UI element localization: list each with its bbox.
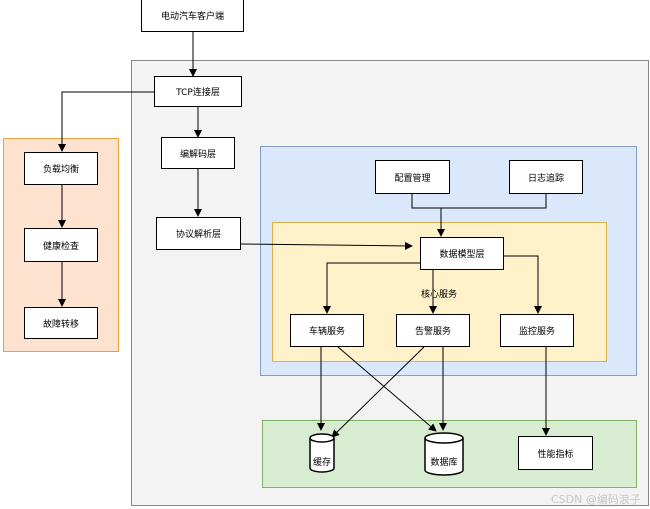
database-label: 数据库 bbox=[430, 458, 458, 468]
cache-cylinder bbox=[309, 433, 335, 473]
client-node: 电动汽车客户端 bbox=[141, 0, 244, 32]
health-check-node: 健康检查 bbox=[24, 228, 98, 262]
edge-vehicle-database bbox=[337, 346, 437, 432]
data-model-node: 数据模型层 bbox=[420, 237, 504, 270]
edge-datamodel-vehicle bbox=[323, 262, 420, 314]
config-management-node: 配置管理 bbox=[375, 160, 450, 194]
database-cylinder bbox=[424, 432, 464, 476]
load-balance-node: 负载均衡 bbox=[24, 152, 98, 185]
vehicle-service-node: 车辆服务 bbox=[290, 314, 364, 347]
edge-datamodel-monitor bbox=[504, 255, 542, 314]
codec-layer-node: 编解码层 bbox=[161, 137, 235, 169]
failover-node: 故障转移 bbox=[24, 307, 98, 339]
core-services-label: 核心服务 bbox=[421, 290, 458, 300]
protocol-layer-node: 协议解析层 bbox=[156, 217, 241, 250]
cache-label: 缓存 bbox=[312, 458, 331, 468]
tcp-layer-node: TCP连接层 bbox=[154, 76, 242, 107]
edge-protocol-datamodel bbox=[240, 241, 413, 250]
monitor-service-node: 监控服务 bbox=[500, 314, 574, 347]
edge-tcp-lb bbox=[58, 91, 154, 152]
edge-alarm-cache bbox=[331, 346, 425, 438]
csdn-watermark: CSDN @编码浪子 bbox=[551, 493, 641, 506]
edge-config-log-join bbox=[411, 194, 547, 209]
performance-metrics-node: 性能指标 bbox=[518, 436, 593, 470]
log-tracing-node: 日志追踪 bbox=[509, 160, 583, 194]
alarm-service-node: 告警服务 bbox=[396, 314, 470, 347]
